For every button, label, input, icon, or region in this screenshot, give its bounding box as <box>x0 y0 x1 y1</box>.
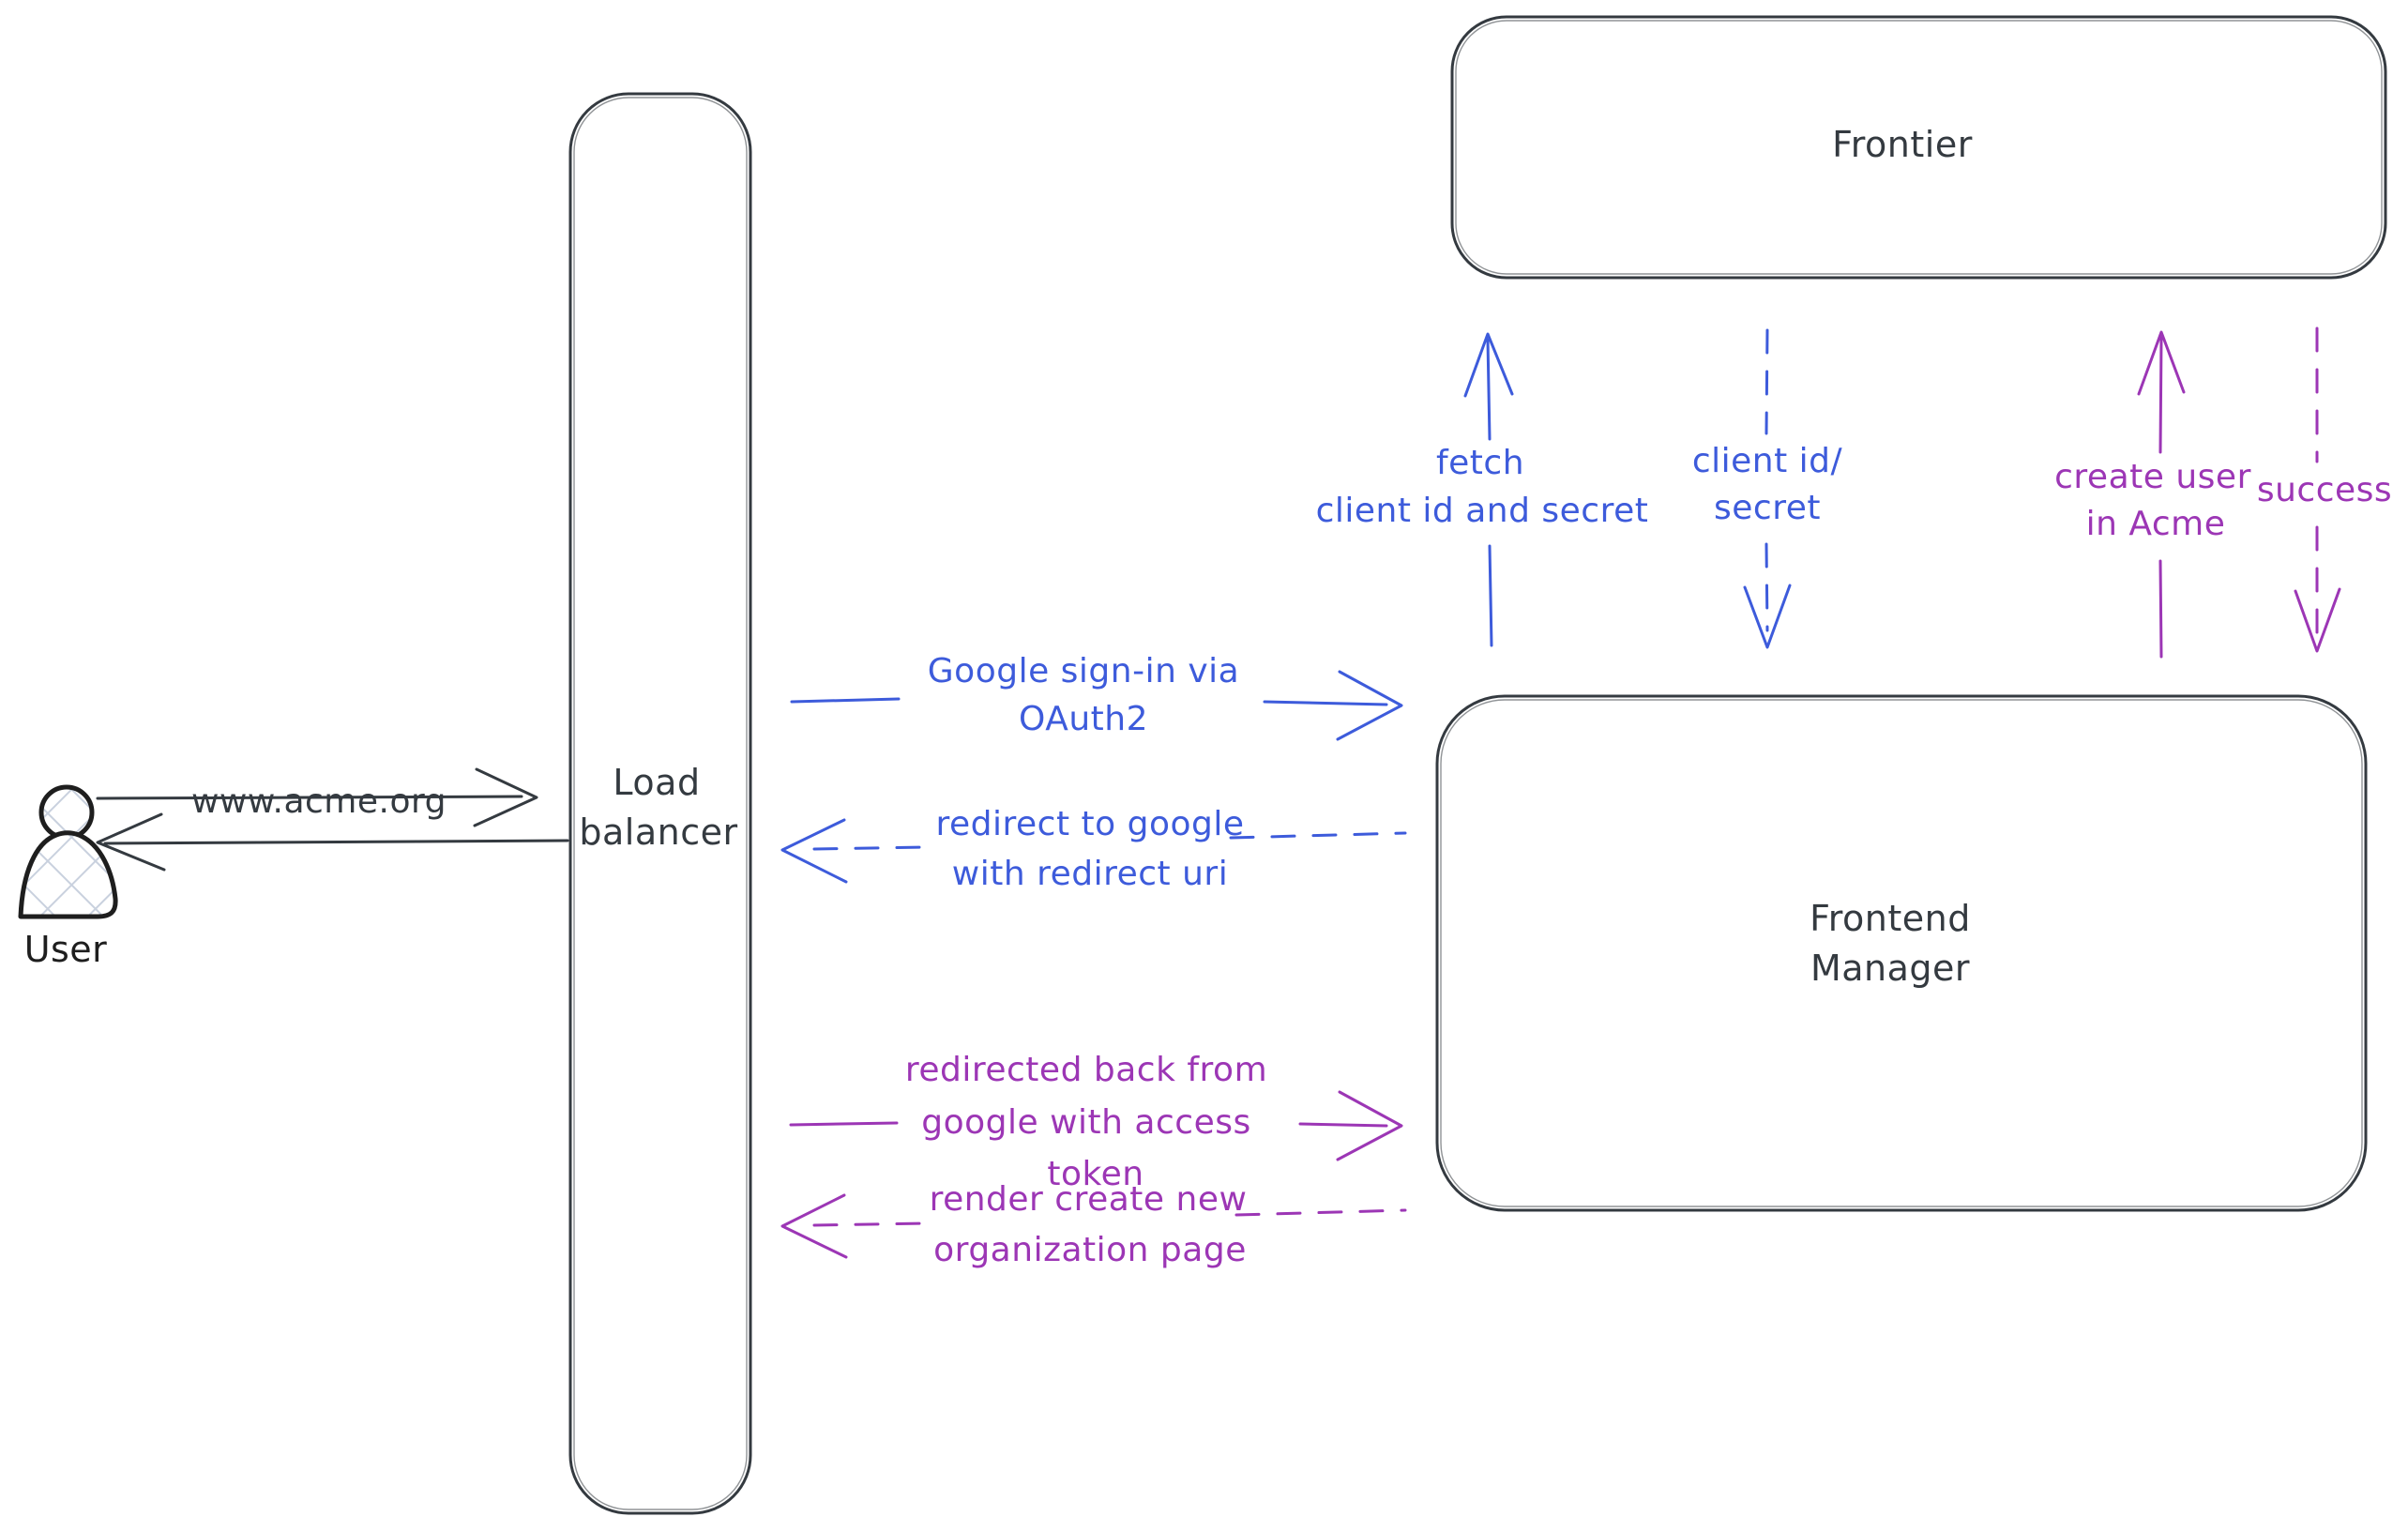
arrow-create-user: create user in Acme <box>2054 330 2251 659</box>
arrow-redirected-back-label-line3: token <box>1047 1155 1143 1193</box>
arrow-response-to-user <box>96 812 569 872</box>
frontend-manager-box <box>1435 694 2368 1212</box>
arrow-www-acme-label: www.acme.org <box>191 782 447 821</box>
arrow-google-signin-label-line2: OAuth2 <box>1019 700 1148 738</box>
arrow-fetch-line-bottom <box>1488 544 1493 647</box>
arrow-fetch-client-secret: fetch client id and secret <box>1316 332 1649 647</box>
arrow-client-id-line-bottom <box>1764 542 1769 632</box>
arrow-render-label-line1: render create new <box>930 1180 1248 1219</box>
arrow-response-line <box>103 839 569 845</box>
arrow-client-id-line-top <box>1764 328 1769 435</box>
arrow-www-acme-line <box>96 795 523 800</box>
arrow-success-label: success <box>2257 471 2392 509</box>
arrow-create-user-line-top <box>2158 336 2163 454</box>
frontend-manager-box-sketch-line <box>1440 699 2363 1207</box>
arrow-www-acme: www.acme.org <box>96 767 538 827</box>
arrow-create-user-label-line2: in Acme <box>2086 505 2226 543</box>
arrow-redirected-back-head <box>1336 1090 1403 1161</box>
arrow-render-head <box>780 1193 848 1259</box>
arrow-render-line-left <box>812 1221 929 1227</box>
load-balancer-node: Load balancer <box>568 92 752 1515</box>
arrow-create-user-line-bottom <box>2158 559 2163 659</box>
arrow-fetch-line-top <box>1486 338 1492 441</box>
arrow-success: success <box>2257 326 2392 653</box>
frontend-manager-label-line1: Frontend <box>1810 898 1971 939</box>
user-label: User <box>24 929 108 970</box>
arrow-redirect-line-right <box>1229 831 1407 840</box>
arrow-fetch-head <box>1463 332 1514 398</box>
arrow-client-id-head <box>1743 584 1792 649</box>
arrow-render-line-right <box>1234 1208 1407 1217</box>
arrow-redirected-back-line-left <box>789 1121 899 1127</box>
user-node: User <box>18 784 118 970</box>
arrow-redirect-label-line1: redirect to google <box>935 805 1244 843</box>
frontier-box-sketch-line <box>1455 20 2383 275</box>
arrow-client-id-label-line2: secret <box>1714 489 1821 527</box>
arrow-fetch-label-line1: fetch <box>1436 444 1524 482</box>
arrow-fetch-label-line2: client id and secret <box>1316 492 1649 530</box>
arrow-create-user-head <box>2137 330 2186 396</box>
frontier-box <box>1450 15 2387 280</box>
arrow-redirect-line-left <box>812 845 926 851</box>
user-body-icon <box>18 830 118 919</box>
arrow-redirected-back-label-line1: redirected back from <box>905 1051 1267 1089</box>
arrow-redirected-back: redirected back from google with access … <box>789 1051 1403 1193</box>
arrow-www-acme-head <box>473 767 538 827</box>
arrow-client-id-secret: client id/ secret <box>1692 328 1843 649</box>
arrow-response-head <box>96 812 166 872</box>
load-balancer-label-line1: Load <box>613 762 700 803</box>
arrow-render-label-line2: organization page <box>933 1231 1247 1269</box>
load-balancer-label-line2: balancer <box>579 812 737 853</box>
arrow-render-org-page: render create new organization page <box>780 1180 1407 1269</box>
arrow-client-id-label-line1: client id/ <box>1692 442 1843 480</box>
arrow-google-signin-label-line1: Google sign-in via <box>928 652 1239 690</box>
arrow-redirect-to-google: redirect to google with redirect uri <box>780 805 1407 893</box>
arrow-redirect-head <box>780 818 848 884</box>
arrow-success-head <box>2294 587 2341 653</box>
arrow-create-user-label-line1: create user <box>2054 458 2251 496</box>
frontend-manager-label-line2: Manager <box>1810 948 1970 989</box>
arrow-google-signin-head <box>1336 670 1403 741</box>
arrow-redirected-back-line-right <box>1298 1122 1388 1128</box>
arrow-google-signin: Google sign-in via OAuth2 <box>790 652 1403 741</box>
user-head-icon <box>38 784 95 841</box>
load-balancer-box <box>568 92 752 1515</box>
frontend-manager-node: Frontend Manager <box>1435 694 2368 1212</box>
frontier-node: Frontier <box>1450 15 2387 280</box>
arrow-redirected-back-label-line2: google with access <box>921 1103 1250 1142</box>
frontier-label: Frontier <box>1832 124 1973 165</box>
arrow-redirect-label-line2: with redirect uri <box>952 855 1228 893</box>
arrow-google-signin-line-left <box>790 697 901 704</box>
load-balancer-box-sketch-line <box>573 97 748 1510</box>
arrow-google-signin-line-right <box>1263 700 1388 706</box>
